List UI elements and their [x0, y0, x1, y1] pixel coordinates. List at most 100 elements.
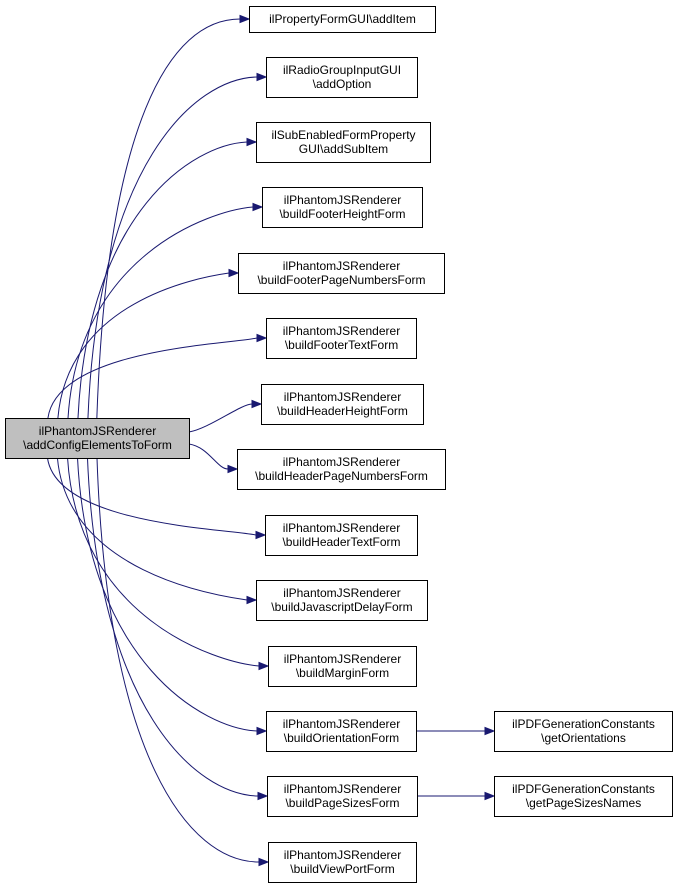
node-box — [261, 384, 424, 425]
node-label-line: ilPhantomJSRenderer — [284, 782, 401, 796]
node-n10[interactable]: ilPhantomJSRenderer\buildJavascriptDelay… — [256, 580, 428, 621]
edge-line — [96, 18, 241, 419]
node-n14[interactable]: ilPhantomJSRenderer\buildViewPortForm — [268, 842, 417, 883]
edge-line — [67, 206, 254, 419]
edge-root-to-n7 — [188, 399, 263, 433]
arrowhead — [484, 791, 496, 801]
node-box — [5, 418, 190, 459]
node-n1[interactable]: ilPropertyFormGUI\addItem — [249, 6, 436, 33]
node-label-line: \buildHeaderHeightForm — [277, 404, 408, 418]
edge-root-to-n14 — [96, 457, 270, 867]
node-label-line: \buildHeaderTextForm — [282, 535, 400, 549]
node-label-line: ilPDFGenerationConstants — [512, 717, 655, 731]
edge-root-to-n6 — [47, 333, 268, 419]
node-box — [268, 646, 417, 687]
node-label-line: GUI\addSubItem — [299, 142, 388, 156]
node-n2[interactable]: ilRadioGroupInputGUI\addOption — [266, 57, 418, 98]
node-box — [266, 57, 418, 98]
node-label-line: \buildJavascriptDelayForm — [271, 600, 412, 614]
edge-line — [188, 403, 253, 433]
edge-root-to-n13 — [86, 457, 269, 801]
arrowhead — [258, 857, 270, 867]
arrowhead — [239, 14, 251, 24]
node-n5[interactable]: ilPhantomJSRenderer\buildFooterPageNumbe… — [238, 253, 445, 294]
node-label-line: \buildHeaderPageNumbersForm — [255, 469, 428, 483]
arrowhead — [252, 202, 264, 212]
node-label-line: ilPhantomJSRenderer — [283, 521, 400, 535]
node-label-line: \buildOrientationForm — [284, 731, 399, 745]
node-box — [268, 842, 417, 883]
arrowhead — [257, 791, 269, 801]
edge-line — [67, 457, 260, 667]
node-label-line: ilPhantomJSRenderer — [283, 455, 400, 469]
node-label-line: ilPhantomJSRenderer — [284, 390, 401, 404]
node-label-line: \getPageSizesNames — [526, 796, 641, 810]
node-label-line: \buildFooterTextForm — [285, 338, 398, 352]
node-n16[interactable]: ilPDFGenerationConstants\getPageSizesNam… — [494, 776, 673, 817]
edge-line — [87, 76, 258, 419]
edge-n13-to-n16 — [417, 791, 496, 801]
node-n7[interactable]: ilPhantomJSRenderer\buildHeaderHeightFor… — [261, 384, 424, 425]
node-label-line: ilRadioGroupInputGUI — [283, 63, 401, 77]
node-box — [262, 187, 423, 228]
arrowhead — [228, 268, 240, 278]
arrowhead — [258, 661, 270, 671]
arrowhead — [256, 726, 268, 736]
node-box — [266, 318, 417, 359]
node-box — [265, 515, 418, 556]
arrowhead — [256, 333, 268, 343]
edge-line — [46, 457, 257, 536]
node-label-line: \addOption — [313, 77, 372, 91]
node-n13[interactable]: ilPhantomJSRenderer\buildPageSizesForm — [267, 776, 418, 817]
node-n9[interactable]: ilPhantomJSRenderer\buildHeaderTextForm — [265, 515, 418, 556]
edge-root-to-n12 — [77, 457, 268, 736]
nodes-layer: ilPhantomJSRenderer\addConfigElementsToF… — [5, 6, 673, 883]
node-n8[interactable]: ilPhantomJSRenderer\buildHeaderPageNumbe… — [237, 449, 446, 490]
node-label-line: ilPropertyFormGUI\addItem — [269, 12, 416, 26]
arrowhead — [484, 726, 496, 736]
edge-line — [96, 457, 260, 863]
node-box — [249, 6, 436, 33]
edge-root-to-n4 — [67, 202, 264, 419]
edge-root-to-n9 — [46, 457, 267, 540]
node-n11[interactable]: ilPhantomJSRenderer\buildMarginForm — [268, 646, 417, 687]
node-label-line: \buildPageSizesForm — [285, 796, 399, 810]
node-label-line: ilPhantomJSRenderer — [284, 193, 401, 207]
node-label-line: \getOrientations — [541, 731, 626, 745]
node-box — [494, 776, 673, 817]
node-box — [237, 449, 446, 490]
node-label-line: ilPhantomJSRenderer — [284, 848, 401, 862]
edge-line — [57, 272, 230, 419]
node-label-line: ilPDFGenerationConstants — [512, 782, 655, 796]
edge-line — [188, 443, 229, 470]
edge-line — [56, 457, 248, 601]
node-box — [494, 711, 673, 752]
node-label-line: \addConfigElementsToForm — [23, 438, 172, 452]
node-label-line: ilPhantomJSRenderer — [283, 717, 400, 731]
arrowhead — [251, 399, 263, 409]
node-root[interactable]: ilPhantomJSRenderer\addConfigElementsToF… — [5, 418, 190, 459]
node-label-line: ilPhantomJSRenderer — [39, 424, 156, 438]
node-n4[interactable]: ilPhantomJSRenderer\buildFooterHeightFor… — [262, 187, 423, 228]
edge-root-to-n3 — [77, 137, 258, 419]
edge-root-to-n5 — [57, 268, 240, 419]
edge-line — [86, 457, 259, 797]
node-box — [267, 776, 418, 817]
node-label-line: ilPhantomJSRenderer — [283, 259, 400, 273]
node-label-line: ilPhantomJSRenderer — [283, 586, 400, 600]
node-box — [256, 122, 431, 163]
edge-root-to-n1 — [96, 14, 251, 419]
node-label-line: ilPhantomJSRenderer — [283, 324, 400, 338]
arrowhead — [255, 530, 267, 540]
node-n15[interactable]: ilPDFGenerationConstants\getOrientations — [494, 711, 673, 752]
arrowhead — [227, 464, 239, 474]
node-label-line: \buildFooterPageNumbersForm — [257, 273, 425, 287]
arrowhead — [246, 137, 258, 147]
node-box — [256, 580, 428, 621]
node-n6[interactable]: ilPhantomJSRenderer\buildFooterTextForm — [266, 318, 417, 359]
node-box — [266, 711, 417, 752]
node-box — [238, 253, 445, 294]
node-n12[interactable]: ilPhantomJSRenderer\buildOrientationForm — [266, 711, 417, 752]
